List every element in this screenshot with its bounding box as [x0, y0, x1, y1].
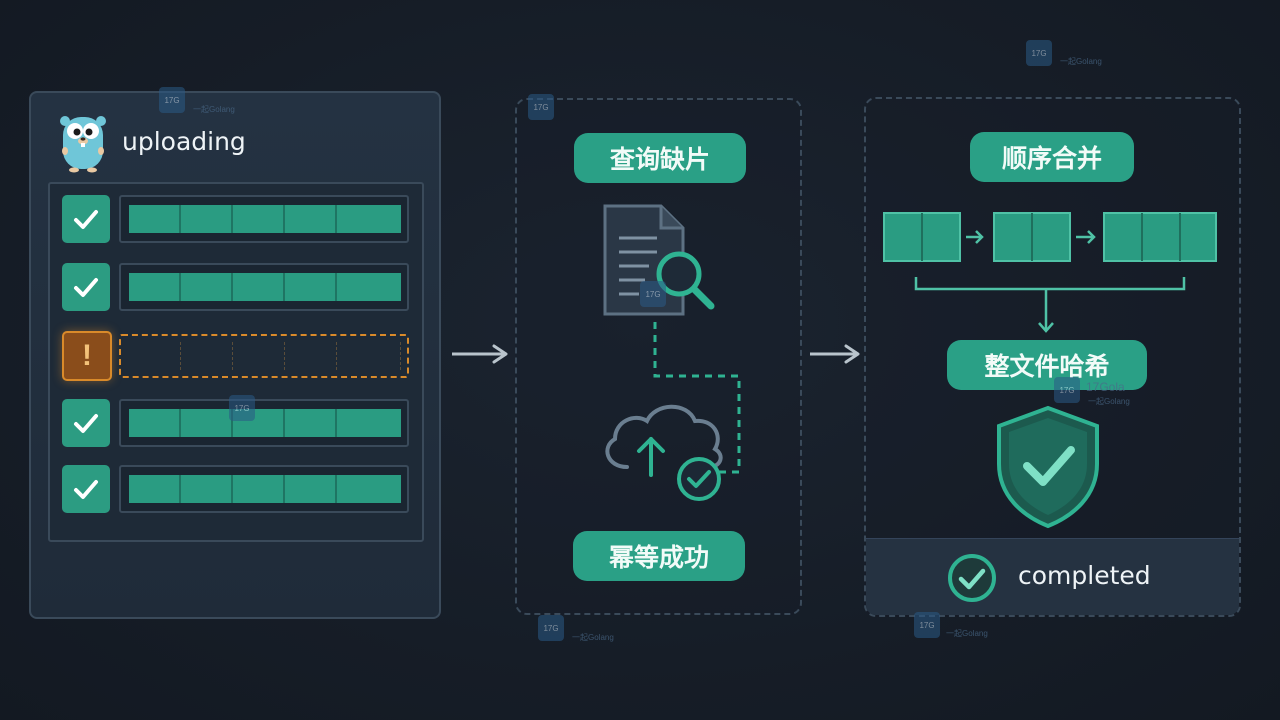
sequential-merge-label: 顺序合并: [970, 132, 1134, 182]
chunk-progress-bar: [119, 465, 409, 513]
upload-panel: uploading !: [29, 91, 441, 619]
completed-check-icon: [948, 554, 996, 602]
watermark-text: 一起Golang: [572, 633, 614, 642]
watermark-text: 一起Golang: [1060, 57, 1102, 66]
watermark-logo-icon: 17G: [229, 395, 255, 421]
watermark-text: 一起Golang: [1088, 397, 1130, 406]
whole-file-hash-label: 整文件哈希: [947, 340, 1147, 390]
chunk-list: !: [48, 182, 424, 542]
query-missing-label: 查询缺片: [574, 133, 746, 183]
chunk-progress-bar: [119, 399, 409, 447]
flow-arrow-icon: [452, 344, 508, 364]
flow-arrow-icon: [810, 344, 860, 364]
idempotent-success-label: 幂等成功: [573, 531, 745, 581]
gopher-mascot-icon: [60, 116, 106, 173]
watermark-text: 17Gola: [1086, 380, 1125, 394]
merge-panel: 顺序合并 整文件哈希 completed: [864, 97, 1241, 617]
watermark-text: 一起Golang: [193, 105, 235, 114]
chunk-missing-bar: [119, 334, 409, 378]
chunk-row: [62, 465, 412, 515]
shield-check-icon: [997, 405, 1099, 529]
chunk-row: [62, 399, 412, 449]
upload-dashed-path: [653, 322, 741, 474]
completed-status-bar: completed: [866, 538, 1239, 615]
uploading-status-label: uploading: [122, 127, 246, 156]
chunk-row: [62, 195, 412, 245]
merge-blocks-diagram: [883, 212, 1217, 333]
chunk-done-check-icon: [62, 399, 110, 447]
watermark-logo-icon: 17G: [914, 612, 940, 638]
chunk-row: [62, 263, 412, 313]
watermark-logo-icon: 17G: [528, 94, 554, 120]
chunk-done-check-icon: [62, 465, 110, 513]
watermark-logo-icon: 17G: [1054, 377, 1080, 403]
watermark-logo-icon: 17G: [538, 615, 564, 641]
completed-label: completed: [1018, 561, 1151, 590]
chunk-progress-bar: [119, 195, 409, 243]
chunk-missing-warning-icon: !: [62, 331, 112, 381]
watermark-logo-icon: 17G: [159, 87, 185, 113]
chunk-done-check-icon: [62, 263, 110, 311]
watermark-text: 一起Golang: [946, 629, 988, 638]
check-panel: 查询缺片 幂等成功: [515, 98, 802, 615]
chunk-progress-bar: [119, 263, 409, 311]
watermark-logo-icon: 17G: [640, 281, 666, 307]
watermark-logo-icon: 17G: [1026, 40, 1052, 66]
chunk-row-missing: !: [62, 331, 412, 381]
chunk-done-check-icon: [62, 195, 110, 243]
cloud-upload-icon: [605, 404, 723, 501]
